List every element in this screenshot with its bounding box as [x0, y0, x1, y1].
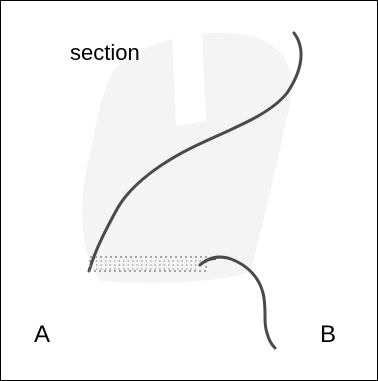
label-section: section — [70, 42, 140, 64]
paper-smudge-light — [171, 11, 206, 126]
label-b: B — [320, 323, 336, 347]
label-a: A — [34, 323, 50, 347]
